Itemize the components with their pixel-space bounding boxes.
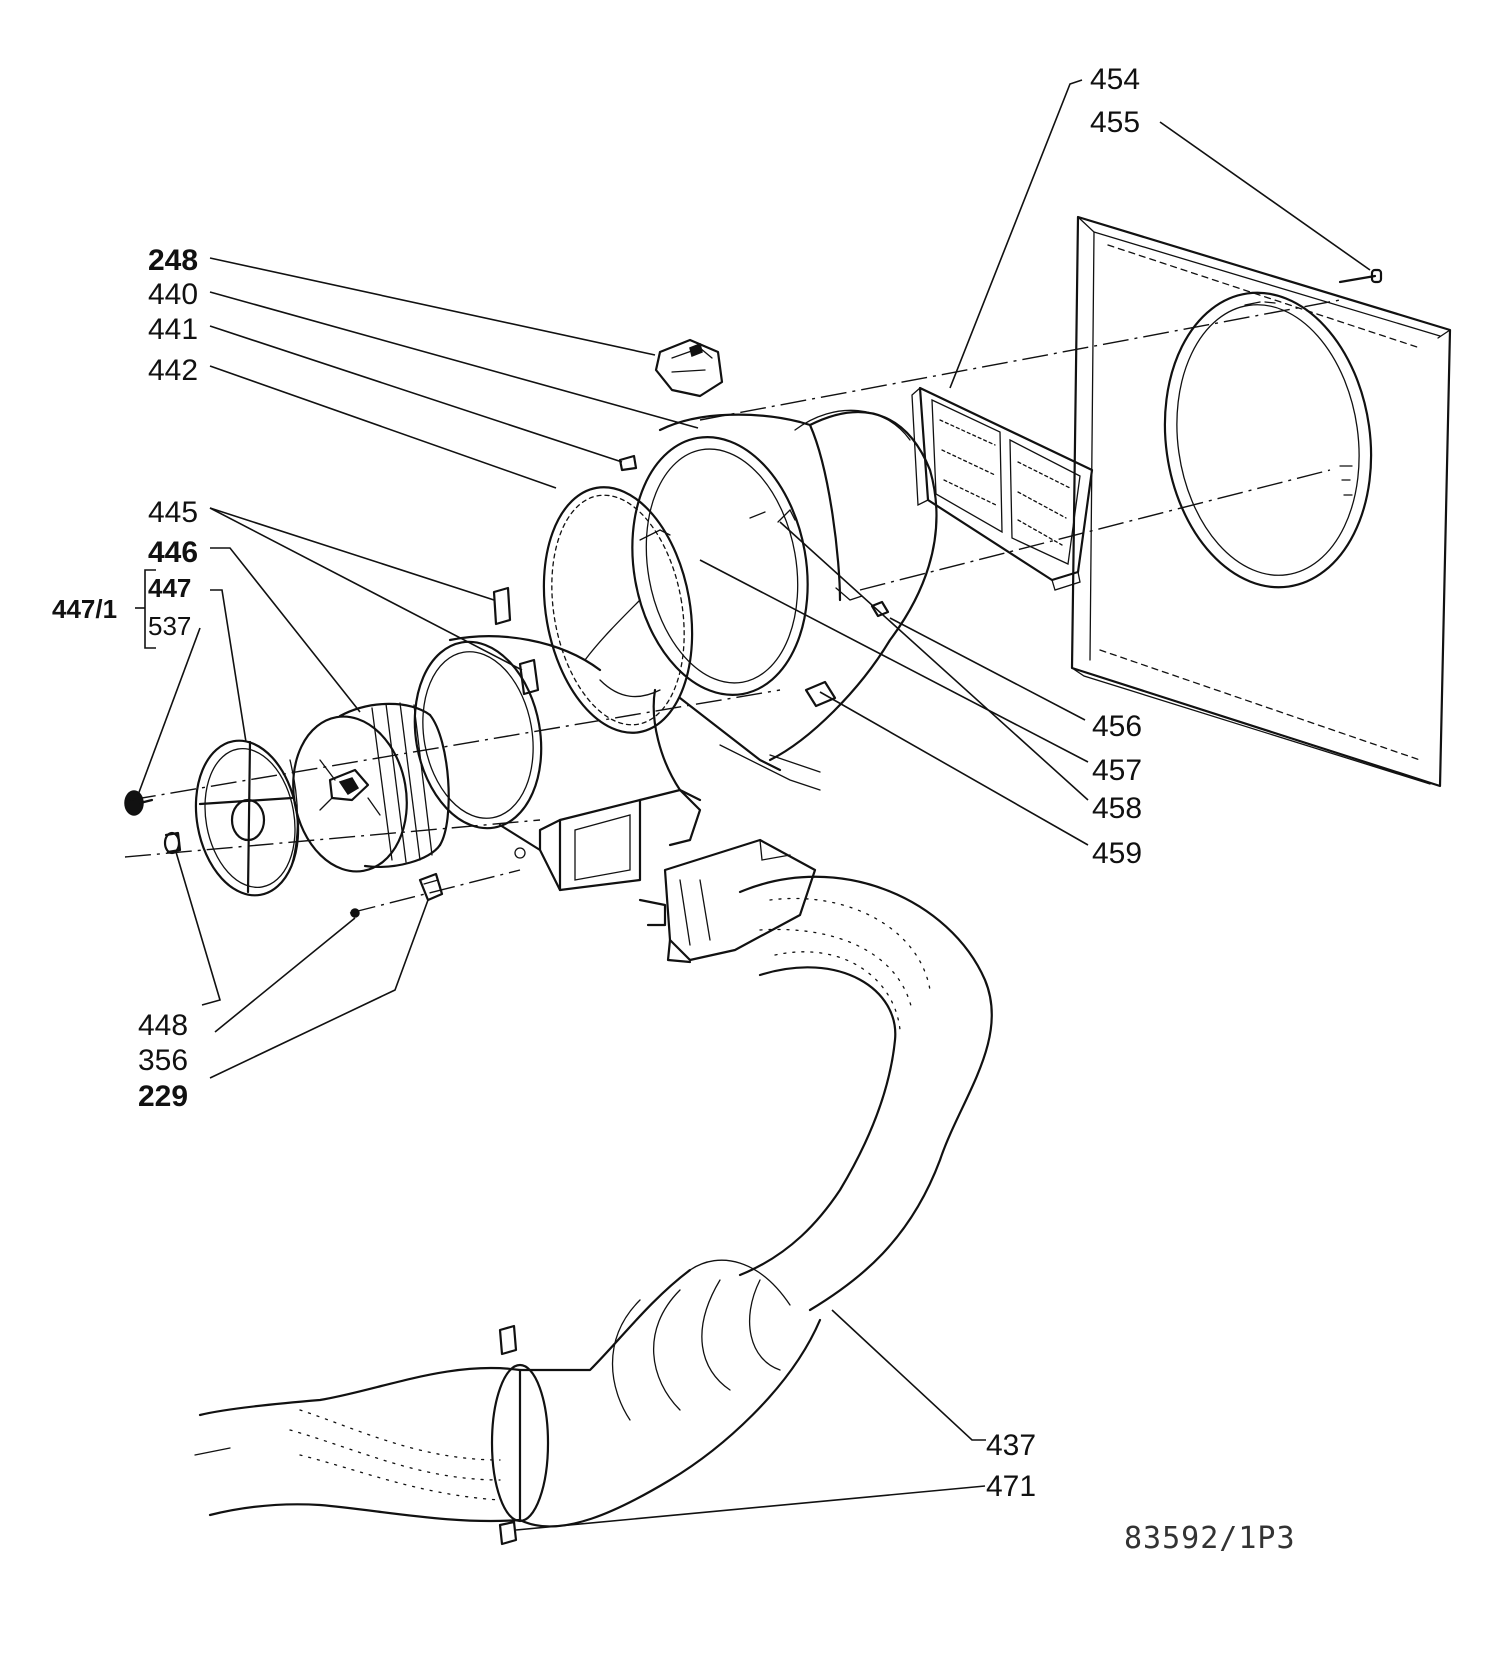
clip-445-a (492, 586, 512, 626)
screw-455 (1338, 268, 1383, 284)
callout-471: 471 (986, 1470, 1036, 1503)
motor-duct (413, 635, 702, 892)
callout-457: 457 (1092, 754, 1142, 787)
callout-447: 447 (148, 573, 191, 603)
clip-445-b (518, 658, 540, 696)
callout-437: 437 (986, 1429, 1036, 1462)
callout-458: 458 (1092, 792, 1142, 825)
hose-adapter (638, 838, 817, 964)
callout-356: 356 (138, 1044, 188, 1077)
callout-248: 248 (148, 244, 198, 277)
callout-454: 454 (1090, 63, 1140, 96)
callout-440: 440 (148, 278, 198, 311)
clip-441 (618, 454, 638, 472)
sensor-229 (418, 872, 444, 902)
callout-442: 442 (148, 354, 198, 387)
clip-471-b (498, 1520, 518, 1546)
assembly-axes (124, 299, 1341, 914)
housing-clip-456 (870, 600, 890, 618)
drawing-reference: 83592/1P3 (1124, 1521, 1296, 1556)
callout-229: 229 (138, 1080, 188, 1113)
bushing-448 (163, 831, 182, 855)
fan-cover-447 (194, 739, 300, 897)
thermostat-248 (654, 338, 724, 398)
callout-445: 445 (148, 496, 198, 529)
callout-bracket-447-1 (135, 569, 156, 649)
housing-seal-458 (804, 680, 837, 708)
leader-lines (137, 79, 1371, 1531)
callout-447-1: 447/1 (52, 594, 117, 624)
fan-housing (584, 409, 938, 802)
callout-446: 446 (148, 536, 198, 569)
callout-456: 456 (1092, 710, 1142, 743)
callout-455: 455 (1090, 106, 1140, 139)
back-panel (1070, 215, 1452, 788)
lint-filter-frame (911, 386, 1094, 591)
callout-448: 448 (138, 1009, 188, 1042)
callout-459: 459 (1092, 837, 1142, 870)
callout-441: 441 (148, 313, 198, 346)
seal-ring-442 (542, 486, 694, 734)
clip-471-a (498, 1324, 518, 1356)
callout-537: 537 (148, 611, 191, 641)
exhaust-hose-437 (194, 875, 993, 1528)
nut-537 (124, 790, 154, 816)
callout-labels: 454 455 248 440 441 442 445 446 447/1 44… (52, 63, 1296, 1556)
